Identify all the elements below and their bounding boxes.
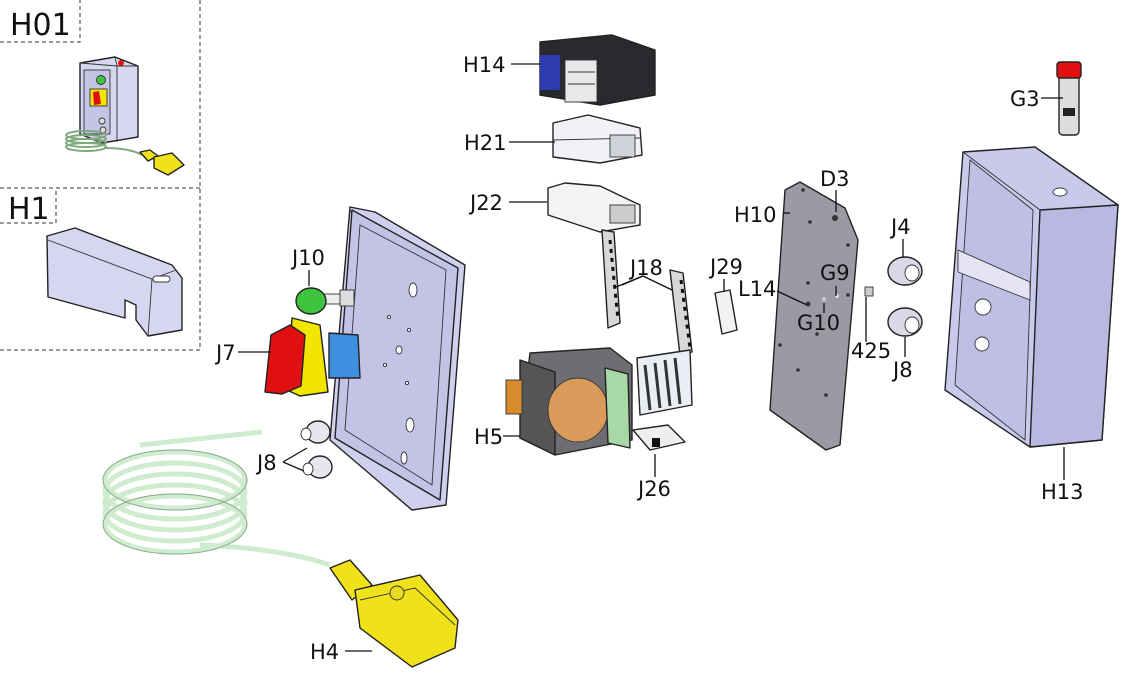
callout-j7: J7 [214, 341, 236, 365]
callout-h13: H13 [1041, 480, 1084, 504]
inset-h01-assembled-box [65, 56, 185, 176]
part-j10-green-button [295, 287, 355, 315]
part-j8-cable-glands-cover [300, 420, 333, 479]
part-h13-enclosure-box [944, 146, 1119, 448]
callout-h10: H10 [734, 203, 777, 227]
inset-panels: H01 H1 [0, 0, 201, 351]
part-j8-cable-gland-box [887, 307, 923, 337]
coiled-pendant-cable [102, 429, 331, 568]
callout-g9: G9 [820, 261, 850, 285]
callout-labels: H14 H21 J22 J18 J29 J10 J7 J8 H5 J26 H10… [214, 53, 1084, 664]
callout-d3: D3 [820, 167, 850, 191]
callout-j29: J29 [708, 255, 743, 279]
part-h4-pendant-plug [329, 559, 459, 668]
callout-j4: J4 [889, 215, 911, 239]
part-425-nut [864, 286, 874, 297]
callout-j26: J26 [636, 477, 671, 501]
callout-j18: J18 [628, 256, 663, 280]
callout-g10: G10 [797, 311, 840, 335]
part-j4-cable-gland [887, 256, 923, 286]
callout-j8-cover: J8 [255, 451, 277, 475]
part-g3-red-lamp [1056, 61, 1082, 136]
inset-label-h1: H1 [8, 192, 50, 227]
part-h5-transformer [505, 347, 633, 456]
leader-lines [238, 63, 1065, 652]
callout-h5: H5 [474, 425, 503, 449]
part-j26-terminal-block [632, 424, 686, 451]
part-terminal-blocks [636, 349, 693, 416]
inset-label-h01: H01 [10, 8, 71, 43]
callout-g3: G3 [1010, 87, 1040, 111]
part-h14-contactor [539, 34, 656, 106]
part-j22-relay-block [547, 182, 641, 233]
part-h21-contactor [552, 114, 643, 164]
callout-j8-box: J8 [891, 358, 913, 382]
callout-j22: J22 [468, 191, 503, 215]
callout-l14: L14 [738, 277, 776, 301]
part-j18-din-rails [601, 229, 693, 356]
part-j29-end-clamp [714, 289, 738, 335]
callout-h4: H4 [310, 640, 339, 664]
inset-h1-cover [46, 227, 183, 337]
callout-h21: H21 [464, 131, 507, 155]
part-j7-main-switch [264, 317, 361, 397]
callout-j10: J10 [290, 246, 325, 270]
callout-425: 425 [851, 339, 891, 363]
part-h10-mounting-plate [769, 181, 859, 451]
callout-h14: H14 [463, 53, 506, 77]
